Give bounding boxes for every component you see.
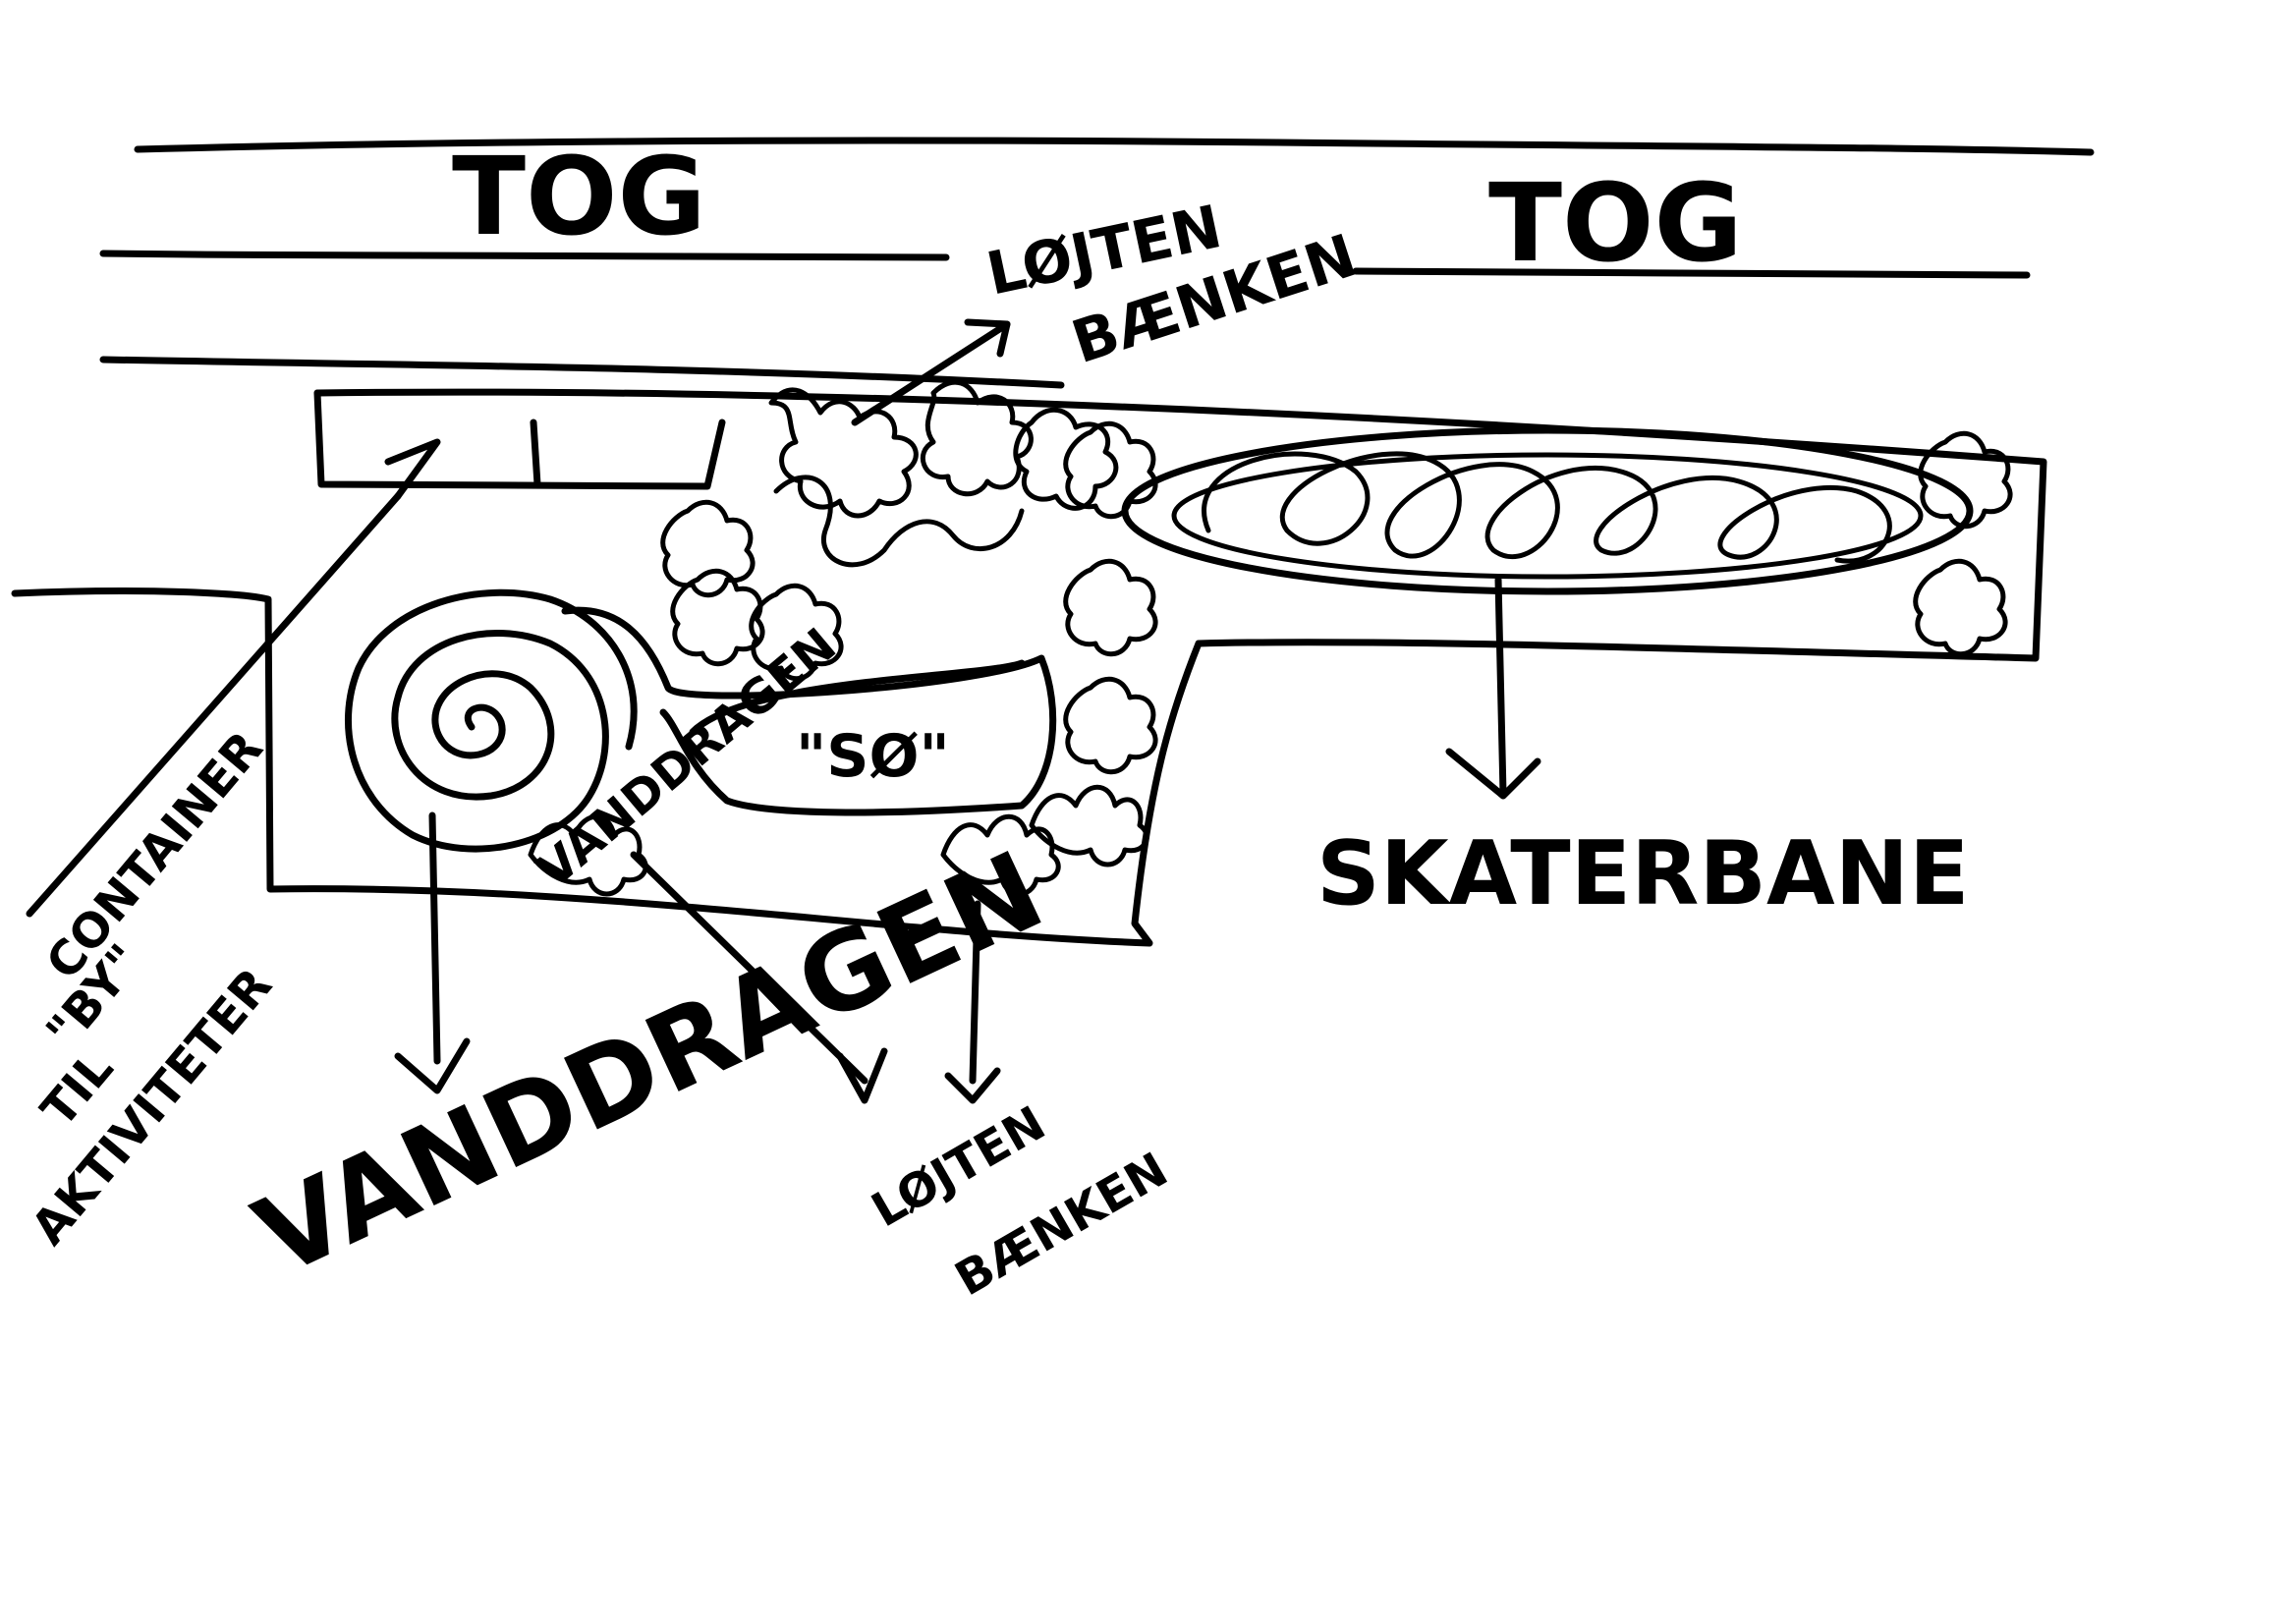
- label-skaterbane: SKATERBANE: [1316, 822, 1969, 925]
- arrow-head-lojten-top: [964, 318, 1011, 358]
- arrow-lojten-top: [851, 320, 1011, 426]
- arrow-lojten-bottom: [630, 851, 868, 1085]
- arrow-container: [26, 492, 402, 918]
- arrow-head-skaterbane: [1445, 748, 1541, 800]
- label-container-1: CONTAINER: [35, 721, 273, 990]
- arrow-head-aktiviteter: [944, 1067, 1001, 1104]
- skatepark: [1121, 426, 1974, 595]
- arrow-vanddragen: [428, 811, 441, 1065]
- arrows: [26, 318, 1541, 1104]
- label-tog-right: TOG: [1488, 160, 1743, 286]
- arrow-aktiviteter: [969, 900, 981, 1085]
- arrow-skaterbane: [1494, 576, 1507, 798]
- bushes-scribbles: [528, 379, 2013, 897]
- label-tog-left: TOG: [452, 134, 706, 259]
- container-area: [11, 587, 1203, 947]
- label-vanddragen-large: VANDDRAGEN: [238, 827, 1061, 1300]
- arrow-head-container: [384, 438, 441, 500]
- label-so: "SØ": [796, 722, 950, 791]
- train-tracks: [99, 137, 2095, 389]
- arrow-head-lojten-bottom: [836, 1047, 888, 1104]
- spiral-water-feature: [345, 588, 1057, 853]
- arrow-head-vanddragen: [394, 1037, 471, 1094]
